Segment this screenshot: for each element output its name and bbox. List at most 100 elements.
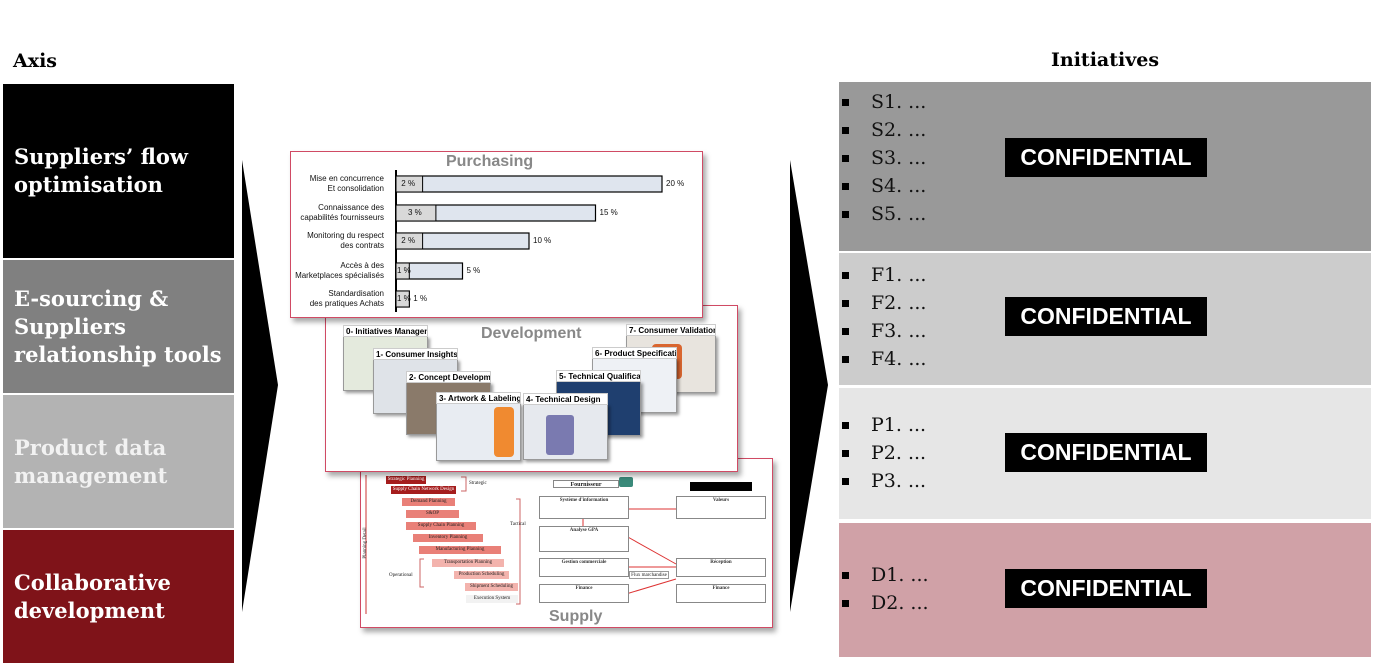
- bar-inner: [395, 262, 410, 280]
- bullet-icon: [842, 210, 849, 218]
- chart-title: Purchasing: [446, 153, 534, 170]
- initiative-list: F1. ... F2. ... F3. ... F4. ...: [839, 261, 926, 373]
- supply-step: Supply Chain Network Design: [391, 486, 456, 494]
- supply-box: Analyse GPA: [539, 526, 629, 552]
- supply-panel: Strategic Planning Supply Chain Network …: [360, 458, 773, 628]
- axis-label: Collaborative development: [14, 569, 171, 623]
- initiative-text: F2. ...: [871, 292, 927, 314]
- bullet-icon: [842, 477, 849, 485]
- supply-step: Supply Chain Planning: [406, 522, 476, 530]
- supply-step: Shipment Scheduling: [465, 583, 518, 591]
- initiative-text: D1. ...: [871, 564, 929, 586]
- initiative-band: D1. ...D2. ...CONFIDENTIAL: [839, 523, 1371, 657]
- bullet-icon: [842, 299, 849, 307]
- supply-step: Production Scheduling: [454, 571, 509, 579]
- bullet-icon: [842, 126, 849, 134]
- supply-step: Transportation Planning: [432, 559, 504, 567]
- initiative-item: F1. ...: [839, 261, 926, 289]
- confidential-stamp: CONFIDENTIAL: [1005, 433, 1207, 472]
- bullet-icon: [842, 182, 849, 190]
- bar-inner: [395, 204, 437, 222]
- bullet-icon: [842, 599, 849, 607]
- supply-box: Finance: [539, 584, 629, 603]
- initiative-item: F2. ...: [839, 289, 926, 317]
- total-value-label: 20 %: [666, 179, 685, 188]
- category-label: Monitoring du respect des contrats: [307, 231, 384, 250]
- category-label: Accès à des Marketplaces spécialisés: [295, 261, 384, 280]
- initiatives-header: Initiatives: [1051, 49, 1160, 71]
- axis-label: Product data management: [14, 434, 168, 488]
- supply-level: Tactical: [510, 522, 526, 527]
- initiative-text: P3. ...: [871, 470, 927, 492]
- initiative-text: D2. ...: [871, 592, 929, 614]
- category-label: Connaissance des capabilités fournisseur…: [300, 203, 384, 222]
- dev-step-3: 3- Artwork & Labeling: [436, 392, 521, 461]
- total-value-label: 1 %: [413, 294, 428, 303]
- supply-step: S&OP: [406, 510, 459, 518]
- inner-value-label: 1 %: [397, 294, 411, 303]
- initiative-band: P1. ... P2. ... P3. ... CONFIDENTIAL: [839, 388, 1371, 519]
- initiative-band: S1. ...S2. ...S3. ...S4. ...S5. ...CONFI…: [839, 82, 1371, 251]
- initiative-item: S2. ...: [839, 116, 926, 144]
- supply-box: Finance: [676, 584, 766, 603]
- supply-box: Système d'information: [539, 496, 629, 519]
- factory-icon: [619, 477, 633, 487]
- inner-value-label: 3 %: [407, 208, 422, 217]
- initiative-text: S2. ...: [871, 119, 927, 141]
- axis-product-data: Product data management: [3, 395, 234, 528]
- total-value-label: 10 %: [533, 236, 552, 245]
- bullet-icon: [842, 271, 849, 279]
- initiative-item: F3. ...: [839, 317, 926, 345]
- bullet-icon: [842, 571, 849, 579]
- category-label: Mise en concurrence Et consolidation: [309, 174, 384, 193]
- axis-suppliers-flow: Suppliers’ flow optimisation: [3, 84, 234, 258]
- initiative-item: S5. ...: [839, 200, 926, 228]
- flow-label: Flux marchandise: [629, 571, 669, 579]
- purchasing-chart: Mise en concurrence Et consolidation 2 % 2…: [291, 152, 702, 317]
- initiative-text: P2. ...: [871, 442, 927, 464]
- axis-header: Axis: [13, 50, 57, 72]
- total-value-label: 15 %: [599, 208, 618, 217]
- initiative-text: S4. ...: [871, 175, 927, 197]
- bullet-icon: [842, 98, 849, 106]
- initiative-item: P3. ...: [839, 467, 926, 495]
- axis-e-sourcing: E-sourcing & Suppliers relationship tool…: [3, 260, 234, 393]
- initiative-item: F4. ...: [839, 345, 926, 373]
- bar-total: [395, 175, 663, 193]
- development-title: Development: [481, 325, 582, 342]
- bar-inner: [395, 290, 410, 308]
- supply-level: Operational: [389, 573, 413, 578]
- supply-box: Gestion commerciale: [539, 558, 629, 577]
- inner-value-label: 2 %: [401, 179, 416, 188]
- confidential-stamp: CONFIDENTIAL: [1005, 138, 1207, 177]
- initiative-text: F4. ...: [871, 348, 927, 370]
- dev-step-4: 4- Technical Design: [523, 393, 608, 460]
- supply-box: Valeurs: [676, 496, 766, 519]
- supply-level: Strategic: [469, 481, 487, 486]
- bullet-icon: [842, 449, 849, 457]
- axis-label: Suppliers’ flow optimisation: [14, 144, 188, 197]
- bullet-icon: [842, 154, 849, 162]
- supply-title: Supply: [549, 608, 603, 625]
- right-chevron-arrow: [790, 160, 828, 612]
- initiative-item: P1. ...: [839, 411, 926, 439]
- bullet-icon: [842, 355, 849, 363]
- bar-inner: [395, 232, 424, 250]
- bar-inner: [395, 175, 424, 193]
- initiative-band: F1. ... F2. ... F3. ... F4. ... CONFIDENTIAL: [839, 253, 1371, 385]
- bullet-icon: [842, 327, 849, 335]
- inner-value-label: 1 %: [397, 266, 411, 275]
- initiative-text: S3. ...: [871, 147, 927, 169]
- inner-value-label: 2 %: [401, 236, 416, 245]
- confidential-stamp: CONFIDENTIAL: [1005, 297, 1207, 336]
- supply-step: Strategic Planning: [386, 476, 426, 484]
- initiative-text: F1. ...: [871, 264, 927, 286]
- initiative-item: S3. ...: [839, 144, 926, 172]
- left-chevron-arrow: [242, 160, 278, 612]
- supplier-label: Fournisseur: [553, 480, 619, 488]
- initiative-item: S4. ...: [839, 172, 926, 200]
- supply-step: Execution System: [466, 595, 518, 603]
- category-label: Standardisation des pratiques Achats: [309, 289, 384, 308]
- initiative-list: D1. ... D2. ...: [839, 561, 929, 617]
- redacted-logo: [690, 482, 752, 491]
